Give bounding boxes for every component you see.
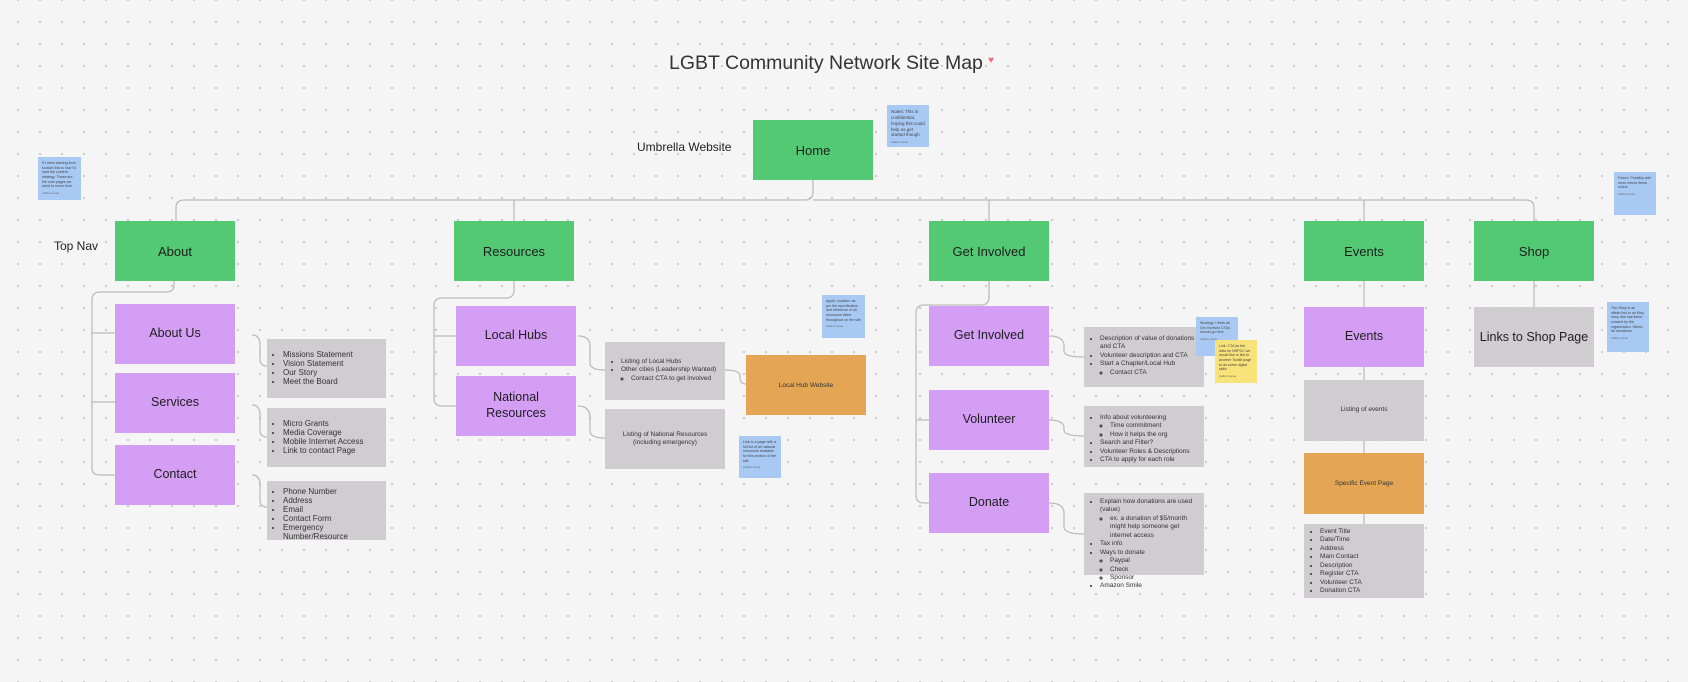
list-item: Ways to donate xyxy=(1100,549,1198,557)
local-hubs-details: Listing of Local Hubs Other cities (Lead… xyxy=(605,342,725,400)
list-item: Address xyxy=(1320,545,1418,553)
list-item: Vision Statement xyxy=(283,359,380,369)
event-page-details: Event TitleDate/TimeAddressMain ContactD… xyxy=(1304,524,1424,598)
sticky-note-national[interactable]: Link to a page with a full list of all n… xyxy=(739,436,781,478)
top-nav-label: Top Nav xyxy=(54,239,99,253)
services-list: Micro GrantsMedia CoverageMobile Interne… xyxy=(273,419,380,456)
node-contact[interactable]: Contact xyxy=(115,445,235,505)
volunteer-details: Info about volunteering Time commitment … xyxy=(1084,406,1204,467)
node-about-us[interactable]: About Us xyxy=(115,304,235,364)
list-item: How it helps the org xyxy=(1110,431,1198,439)
node-home[interactable]: Home xyxy=(753,120,873,180)
list-item: Check xyxy=(1110,566,1198,574)
list-item: Search and Filter? xyxy=(1100,439,1198,447)
sticky-note-yellow[interactable]: Link: CTA as the data for NSPCC we would… xyxy=(1215,340,1257,383)
page-title: LGBT Community Network Site Map xyxy=(669,52,983,74)
list-item: Amazon Smile xyxy=(1100,582,1198,590)
list-item: Register CTA xyxy=(1320,570,1418,578)
event-page-list: Event TitleDate/TimeAddressMain ContactD… xyxy=(1310,528,1418,596)
list-item: Email xyxy=(283,505,380,515)
list-item: Our Story xyxy=(283,368,380,378)
home-connector xyxy=(175,180,814,221)
about-children-connector xyxy=(91,281,175,476)
list-item: Event Title xyxy=(1320,528,1418,536)
list-item: Meet the Board xyxy=(283,377,380,387)
list-item: Explain how donations are used (value) xyxy=(1100,498,1198,515)
node-events-page[interactable]: Events xyxy=(1304,307,1424,367)
list-item: Link to contact Page xyxy=(283,446,380,456)
heart-icon: ♥ xyxy=(988,55,994,66)
node-events[interactable]: Events xyxy=(1304,221,1424,281)
node-services[interactable]: Services xyxy=(115,373,235,433)
node-local-hub-website[interactable]: Local Hub Website xyxy=(746,355,866,415)
node-listing-of-events[interactable]: Listing of events xyxy=(1304,380,1424,441)
sticky-note-home[interactable]: Notes: This is confidential, hoping this… xyxy=(887,105,929,147)
get-involved-details: Description of value of donations and CT… xyxy=(1084,327,1204,387)
list-item: Volunteer Roles & Descriptions xyxy=(1100,448,1198,456)
list-item: Micro Grants xyxy=(283,419,380,429)
node-donate[interactable]: Donate xyxy=(929,473,1049,533)
list-item: Date/Time xyxy=(1320,536,1418,544)
sticky-note-shop[interactable]: Future: Possibly add more merch items on… xyxy=(1614,172,1656,215)
services-details: Micro GrantsMedia CoverageMobile Interne… xyxy=(267,408,386,467)
node-volunteer[interactable]: Volunteer xyxy=(929,390,1049,450)
node-resources[interactable]: Resources xyxy=(454,221,574,281)
list-item: Missions Statement xyxy=(283,350,380,360)
donate-details: Explain how donations are used (value) e… xyxy=(1084,493,1204,589)
list-item: Phone Number xyxy=(283,487,380,497)
list-item: Description of value of donations and CT… xyxy=(1100,335,1198,352)
list-item: Description xyxy=(1320,562,1418,570)
list-item: Start a Chapter/Local Hub xyxy=(1100,360,1198,368)
list-item: Other cities (Leadership Wanted) xyxy=(621,366,719,374)
umbrella-website-label: Umbrella Website xyxy=(637,140,732,154)
list-item: Media Coverage xyxy=(283,428,380,438)
node-national-resources[interactable]: National Resources xyxy=(456,376,576,436)
contact-details: Phone NumberAddressEmailContact FormEmer… xyxy=(267,481,386,542)
node-get-involved[interactable]: Get Involved xyxy=(929,221,1049,281)
node-local-hubs[interactable]: Local Hubs xyxy=(456,306,576,366)
list-item: Info about volunteering xyxy=(1100,414,1198,422)
list-item: Sponsor xyxy=(1110,574,1198,582)
list-item: Contact CTA xyxy=(1110,369,1198,377)
list-item: Address xyxy=(283,496,380,506)
list-item: Contact Form xyxy=(283,514,380,524)
national-resources-details: Listing of National Resources (including… xyxy=(605,409,725,469)
list-item: ex. a donation of $5/month might help so… xyxy=(1110,515,1198,540)
list-item: Paypal xyxy=(1110,557,1198,565)
list-item: Mobile Internet Access xyxy=(283,437,380,447)
about-us-list: Missions StatementVision StatementOur St… xyxy=(273,350,380,387)
contact-list: Phone NumberAddressEmailContact FormEmer… xyxy=(273,487,380,542)
list-item: Tax info xyxy=(1100,540,1198,548)
list-item: Emergency Number/Resource xyxy=(283,523,380,542)
list-item: Volunteer CTA xyxy=(1320,579,1418,587)
list-item: Main Contact xyxy=(1320,553,1418,561)
about-us-details: Missions StatementVision StatementOur St… xyxy=(267,339,386,398)
list-item: Contact CTA to get involved xyxy=(631,375,719,383)
sticky-note-shop-side[interactable]: The Shop is an offsite link to an Etsy s… xyxy=(1607,302,1649,352)
list-item: Time commitment xyxy=(1110,422,1198,430)
node-shop[interactable]: Shop xyxy=(1474,221,1594,281)
node-specific-event-page[interactable]: Specific Event Page xyxy=(1304,453,1424,514)
resources-children-connector xyxy=(433,281,515,407)
node-about[interactable]: About xyxy=(115,221,235,281)
node-get-involved-page[interactable]: Get Involved xyxy=(929,306,1049,366)
get-involved-children-connector xyxy=(915,281,990,504)
list-item: Listing of Local Hubs xyxy=(621,358,719,366)
list-item: CTA to apply for each role xyxy=(1100,456,1198,464)
list-item: Donation CTA xyxy=(1320,587,1418,595)
sticky-note-resources[interactable]: Apple, location: as per the specificatio… xyxy=(822,295,865,338)
node-links-to-shop[interactable]: Links to Shop Page xyxy=(1474,307,1594,367)
list-item: Volunteer description and CTA xyxy=(1100,352,1198,360)
sticky-note-left[interactable]: If I were starting from scratch this is … xyxy=(38,157,81,200)
